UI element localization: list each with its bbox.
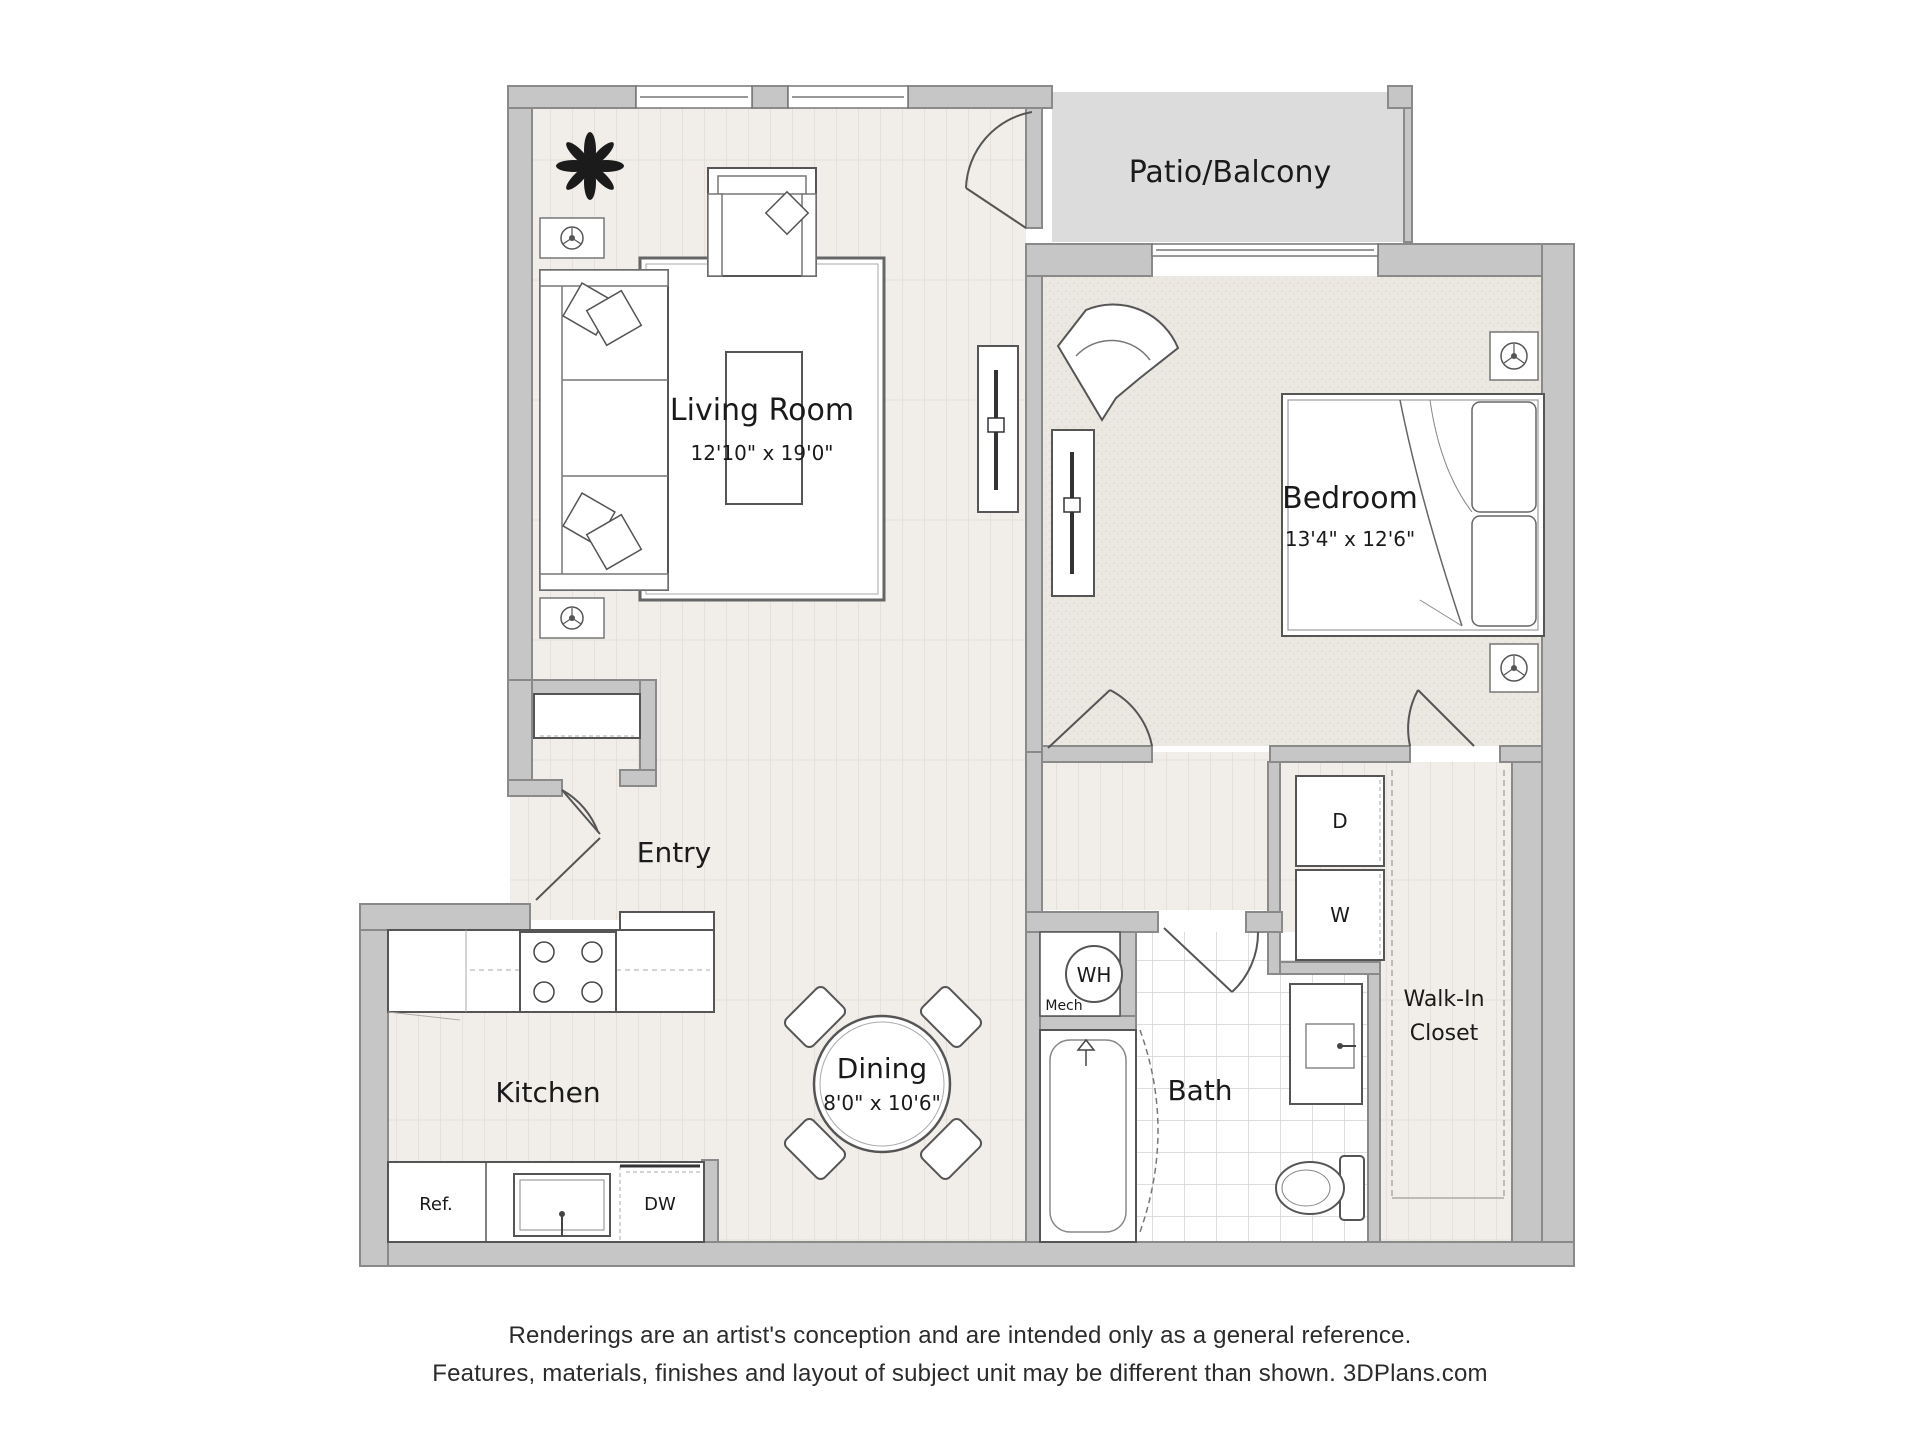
- wall-closet-bath: [1279, 961, 1381, 975]
- stove-icon: [519, 931, 617, 1013]
- dining-dimensions: 8'0" x 10'6": [823, 1091, 941, 1115]
- refrigerator-label: Ref.: [419, 1194, 453, 1215]
- water-heater-label: WH: [1077, 963, 1112, 987]
- wall-living-bedroom-2: [1025, 249, 1043, 753]
- wall-bath-top-a: [1025, 911, 1159, 933]
- mech-label: Mech: [1045, 998, 1082, 1014]
- wall-bedroom-bottom-c: [1499, 745, 1543, 763]
- wall-entry-left: [507, 679, 533, 791]
- wall-closet-left: [1267, 761, 1281, 975]
- tv-stand-icon: [977, 345, 1019, 513]
- window-icon: [635, 85, 909, 109]
- coffee-table-icon: [725, 351, 803, 505]
- doors: [535, 111, 1475, 993]
- vanity: [1289, 983, 1363, 1105]
- wall-right: [1541, 243, 1575, 1267]
- patio-label: Patio/Balcony: [1129, 155, 1332, 190]
- wall-patio-corner: [1387, 85, 1413, 109]
- dining-label: Dining: [837, 1052, 927, 1085]
- wall-living-top-b: [751, 85, 789, 109]
- door-swing-icon: [1407, 689, 1475, 747]
- wall-living-left: [507, 85, 533, 681]
- sink-icon: [513, 1173, 611, 1237]
- dining-table-icon: [783, 985, 983, 1181]
- lamp-icon: [1489, 643, 1539, 693]
- entry-closet: [533, 693, 641, 739]
- toilet-icon: [1275, 1155, 1365, 1221]
- windows: [635, 85, 1379, 257]
- sink-icon: [1337, 1043, 1356, 1049]
- washer-label: W: [1330, 903, 1350, 927]
- bedroom-dimensions: 13'4" x 12'6": [1285, 527, 1415, 551]
- wall-kitchen-top: [359, 903, 531, 931]
- lamp-icon: [539, 597, 605, 639]
- patio-floor: [1052, 92, 1412, 242]
- wall-entry-door-b: [619, 769, 657, 787]
- wall-bottom: [359, 1241, 1575, 1267]
- wall-closet-inner: [1511, 761, 1543, 1243]
- wall-closet-left-2: [1367, 973, 1381, 1243]
- bath-label: Bath: [1167, 1074, 1232, 1107]
- wall-living-top-a: [507, 85, 637, 109]
- window-icon: [1151, 243, 1379, 257]
- kitchen-label: Kitchen: [495, 1076, 600, 1109]
- wall-living-top-c: [907, 85, 1053, 109]
- wall-entry-door-a: [507, 779, 563, 797]
- washer: [1295, 869, 1385, 961]
- sofa-icon: [539, 269, 669, 591]
- door-swing-icon: [1047, 689, 1153, 749]
- armchair-icon: [1056, 303, 1180, 422]
- shower-curtain: [1139, 1029, 1159, 1233]
- closet-label-line2: Closet: [1410, 1021, 1479, 1046]
- door-swing-icon: [965, 111, 1033, 229]
- living-room-dimensions: 12'10" x 19'0": [690, 441, 833, 465]
- wall-patio-right: [1403, 107, 1413, 243]
- water-heater: [1065, 945, 1123, 1003]
- wall-mech-bottom: [1039, 1015, 1137, 1031]
- door-swing-icon: [1163, 927, 1260, 993]
- disclaimer-line-2: Features, materials, finishes and layout…: [432, 1360, 1488, 1387]
- wall-hall-left: [1025, 751, 1043, 917]
- closet-label-line1: Walk-In: [1403, 987, 1484, 1012]
- bed-icon: [1281, 393, 1545, 637]
- wall-entry-right: [639, 679, 657, 785]
- walls: [359, 85, 1575, 1267]
- disclaimer-line-1: Renderings are an artist's conception an…: [508, 1322, 1412, 1349]
- plant-icon: [556, 132, 624, 200]
- door-swing-icon: [535, 789, 601, 901]
- lamp-icon: [1489, 331, 1539, 381]
- living-room-label: Living Room: [670, 393, 854, 428]
- bedroom-label: Bedroom: [1282, 481, 1418, 516]
- dryer: [1295, 775, 1385, 867]
- dishwasher-label: DW: [644, 1194, 676, 1215]
- wall-living-bedroom: [1025, 107, 1043, 229]
- entry-label: Entry: [637, 836, 712, 869]
- wall-bath-left: [1025, 931, 1041, 1253]
- wall-kitchen-left: [359, 903, 389, 1267]
- wall-bedroom-bottom-a: [1041, 745, 1153, 763]
- bathtub-icon: [1039, 1029, 1137, 1243]
- armchair-icon: [707, 167, 817, 277]
- desk-icon: [1051, 429, 1095, 597]
- lamp-icon: [539, 217, 605, 259]
- wall-bedroom-top-a: [1025, 243, 1153, 277]
- wall-bath-top-b: [1245, 911, 1283, 933]
- hall-floor: [1026, 752, 1274, 910]
- dryer-label: D: [1332, 809, 1347, 833]
- wall-bedroom-bottom-b: [1269, 745, 1411, 763]
